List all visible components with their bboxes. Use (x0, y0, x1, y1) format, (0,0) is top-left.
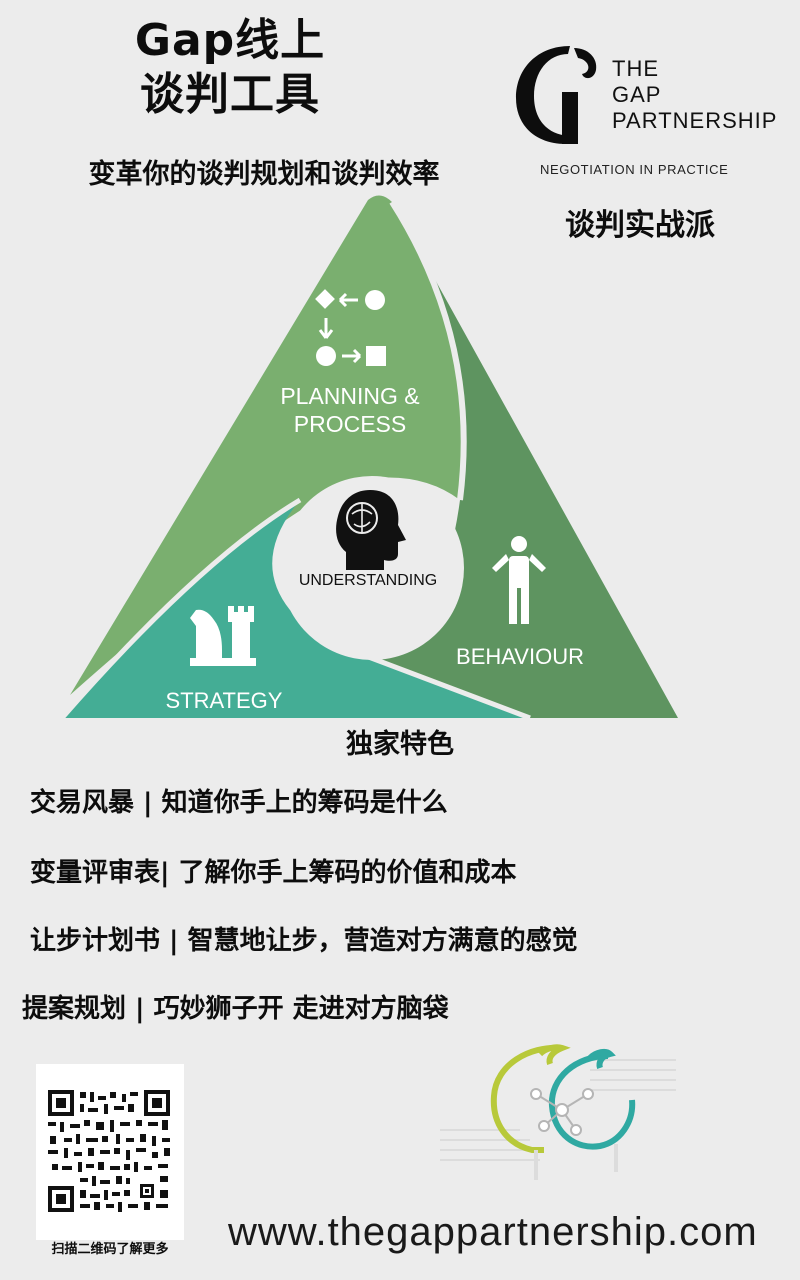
page-subtitle: 变革你的谈判规划和谈判效率 (88, 159, 440, 190)
speech-bubble-network-icon (440, 1044, 676, 1180)
brand-tagline: NEGOTIATION IN PRACTICE (540, 162, 729, 177)
planning-label-line-1: PLANNING & (280, 383, 419, 409)
behaviour-label: BEHAVIOUR (456, 644, 584, 669)
gap-logo-icon (516, 46, 597, 144)
feature-item-2: 变量评审表| 了解你手上筹码的价值和成本 (30, 858, 517, 888)
strategy-segment (62, 500, 530, 718)
understanding-label: UNDERSTANDING (299, 572, 437, 589)
person-shrug-icon (492, 536, 546, 624)
process-flow-icon (315, 289, 386, 366)
brand-name-line-2: GAP (612, 82, 662, 107)
negotiation-triangle-diagram: PLANNING & PROCESS UNDERSTANDING BEHAVIO… (60, 195, 678, 721)
brand-slogan: 谈判实战派 (565, 208, 715, 243)
behaviour-segment (350, 202, 678, 718)
qr-caption: 扫描二维码了解更多 (51, 1242, 169, 1257)
strategy-label: STRATEGY (166, 688, 283, 713)
feature-item-3: 让步计划书 | 智慧地让步，营造对方满意的感觉 (30, 926, 578, 956)
feature-item-1: 交易风暴 | 知道你手上的筹码是什么 (30, 788, 448, 818)
chess-pieces-icon (190, 606, 256, 666)
brand-name: THE GAP PARTNERSHIP (612, 56, 777, 134)
feature-item-4: 提案规划 | 巧妙狮子开 走进对方脑袋 (22, 994, 449, 1024)
title-line-1: Gap线上 (134, 15, 326, 66)
planning-label-line-2: PROCESS (294, 411, 406, 437)
brain-head-icon (336, 490, 406, 570)
title-line-2: 谈判工具 (140, 69, 320, 120)
features-heading: 独家特色 (346, 729, 454, 760)
qr-code[interactable] (36, 1064, 184, 1240)
planning-segment (70, 195, 464, 696)
page-title: Gap线上 谈判工具 (60, 14, 400, 122)
website-link[interactable]: www.thegappartnership.com (228, 1210, 758, 1254)
qr-code-icon (48, 1090, 170, 1212)
brand-name-line-3: PARTNERSHIP (612, 108, 778, 133)
brand-name-line-1: THE (612, 56, 659, 81)
